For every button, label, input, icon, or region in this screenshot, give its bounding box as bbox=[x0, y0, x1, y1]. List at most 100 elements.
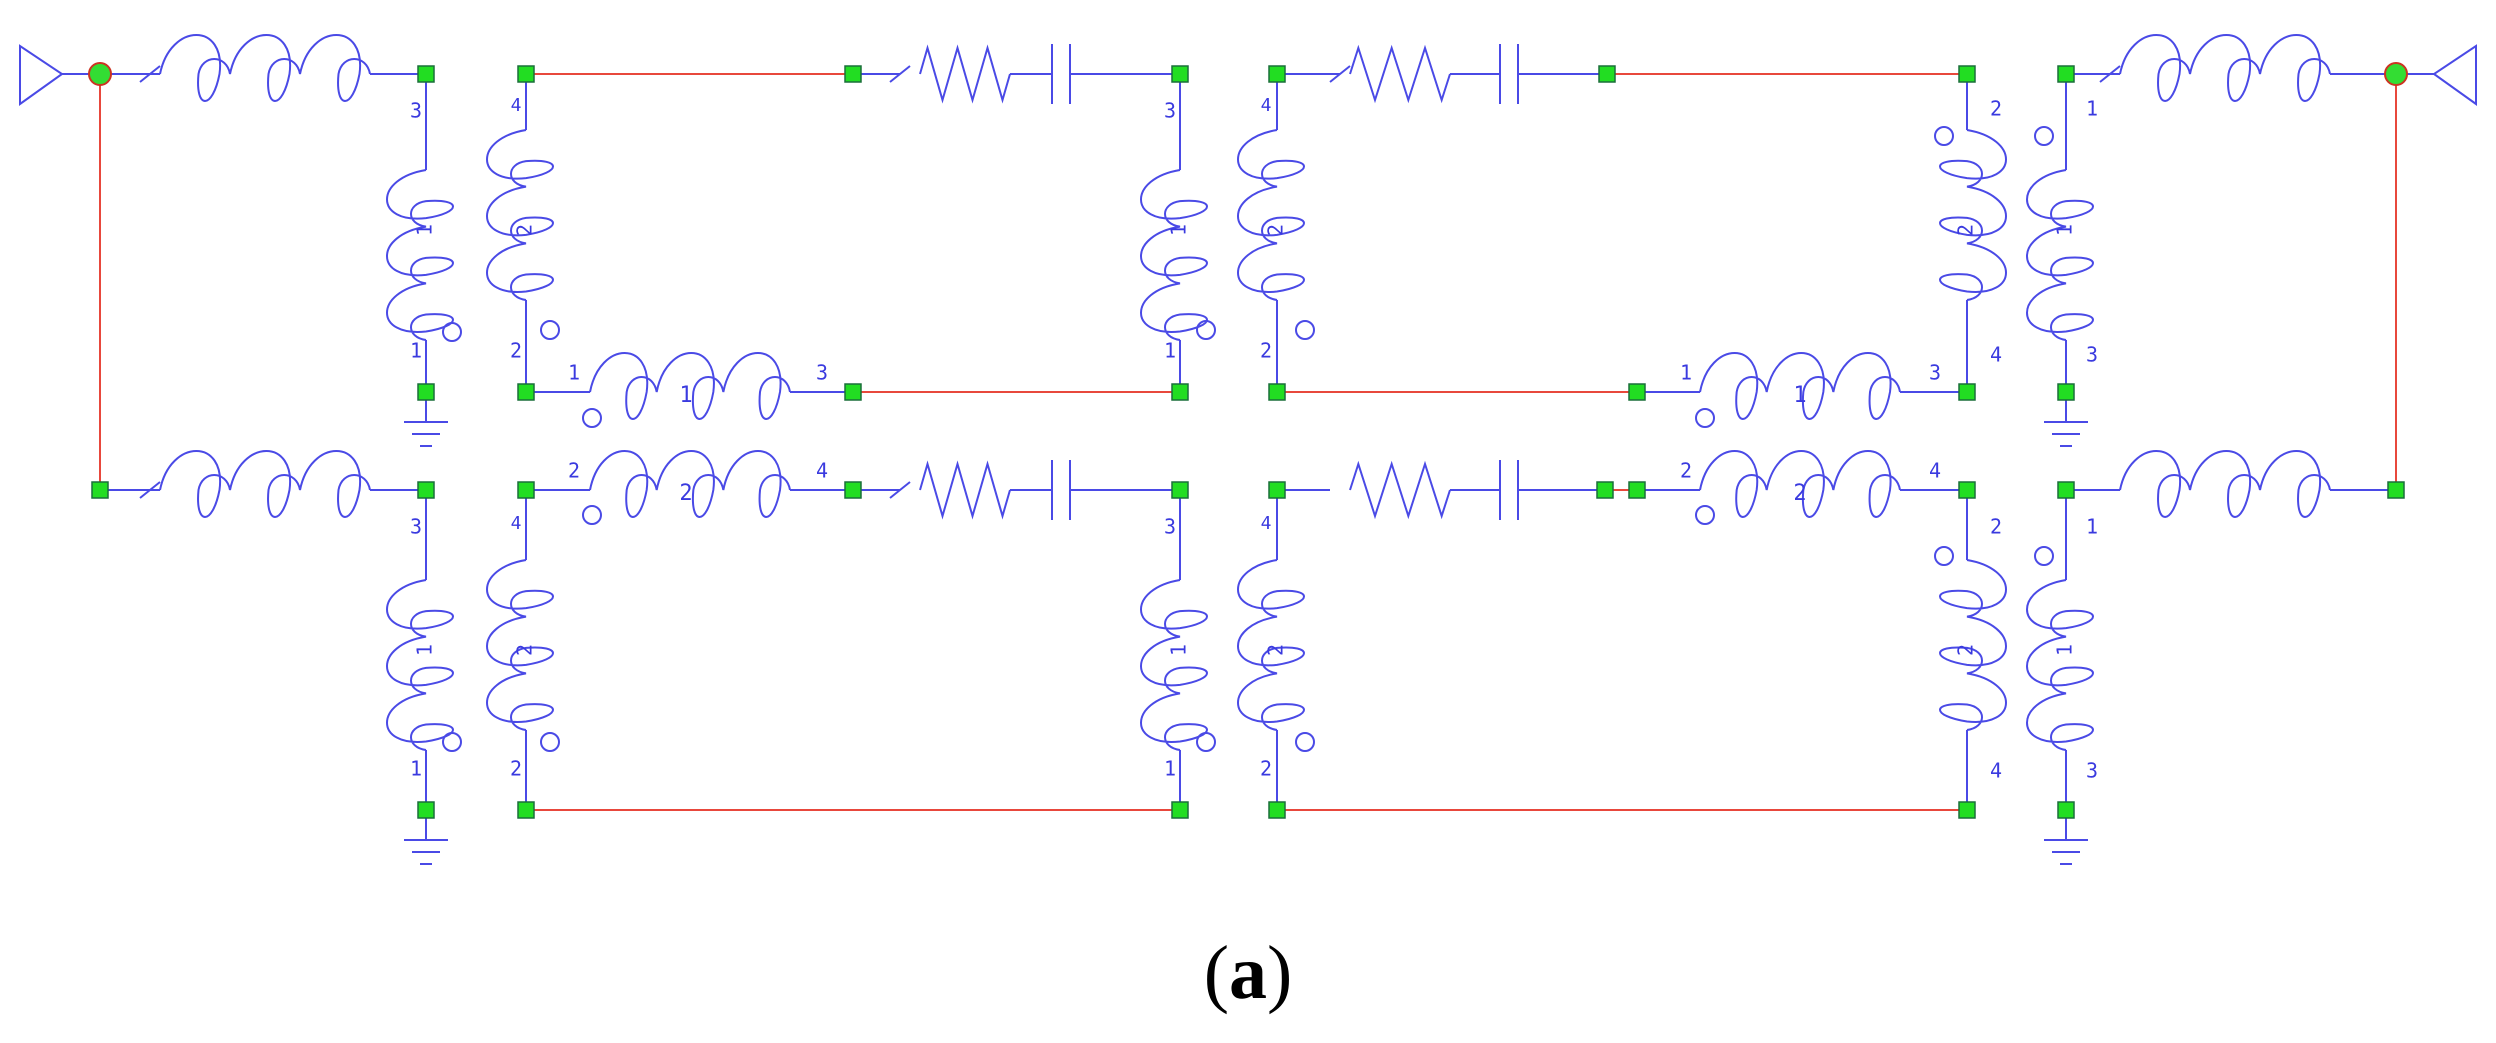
node-marker bbox=[1628, 383, 1646, 401]
resistor bbox=[919, 460, 1011, 520]
slash-mark bbox=[139, 65, 161, 83]
terminal-label: 3 bbox=[816, 361, 828, 385]
terminal-label: 2 bbox=[513, 644, 537, 656]
terminal-label: 3 bbox=[410, 99, 422, 123]
port-node bbox=[88, 62, 112, 86]
slash-mark bbox=[2099, 65, 2121, 83]
inductor-coil bbox=[2119, 450, 2331, 518]
terminal-label: 2 bbox=[1260, 757, 1272, 781]
terminal-label: 3 bbox=[2086, 759, 2098, 783]
resistor bbox=[1349, 44, 1451, 104]
node-marker bbox=[417, 383, 435, 401]
node-marker bbox=[844, 65, 862, 83]
node-marker bbox=[2057, 65, 2075, 83]
input-port-icon bbox=[19, 44, 64, 106]
terminal-label: 1 bbox=[413, 224, 437, 236]
polarity-dot bbox=[582, 408, 602, 428]
resistor bbox=[1349, 460, 1451, 520]
terminal-label: 2 bbox=[510, 339, 522, 363]
polarity-dot bbox=[442, 732, 462, 752]
terminal-label: 4 bbox=[1261, 95, 1272, 116]
slash-mark bbox=[1329, 65, 1351, 83]
terminal-label: 1 bbox=[2053, 224, 2077, 236]
node-marker bbox=[1958, 65, 1976, 83]
node-marker bbox=[1268, 801, 1286, 819]
terminal-label: 4 bbox=[1929, 459, 1941, 483]
terminal-label: 1 bbox=[2086, 515, 2098, 539]
terminal-label: 1 bbox=[1167, 224, 1191, 236]
inductor-coil bbox=[159, 34, 371, 102]
polarity-dot bbox=[2034, 546, 2054, 566]
polarity-dot bbox=[1295, 732, 1315, 752]
inductor-coil bbox=[1237, 129, 1305, 301]
node-marker bbox=[844, 481, 862, 499]
node-marker bbox=[91, 481, 109, 499]
node-marker bbox=[1171, 801, 1189, 819]
polarity-dot bbox=[540, 320, 560, 340]
figure-caption-letter: a bbox=[1229, 931, 1267, 1015]
polarity-dot bbox=[1695, 408, 1715, 428]
terminal-label: 3 bbox=[410, 515, 422, 539]
slash-mark bbox=[139, 481, 161, 499]
terminal-label: 1 bbox=[410, 339, 422, 363]
terminal-label: 1 bbox=[410, 757, 422, 781]
resistor bbox=[919, 44, 1011, 104]
terminal-label: 2 bbox=[568, 459, 580, 483]
terminal-label: 2 bbox=[510, 757, 522, 781]
node-marker bbox=[1598, 65, 1616, 83]
terminal-label: 3 bbox=[1164, 99, 1176, 123]
slash-mark bbox=[889, 481, 911, 499]
terminal-label: 1 bbox=[1167, 644, 1191, 656]
terminal-label: 4 bbox=[816, 459, 828, 483]
node-marker bbox=[1268, 383, 1286, 401]
polarity-dot bbox=[1934, 126, 1954, 146]
polarity-dot bbox=[1196, 732, 1216, 752]
polarity-dot bbox=[1934, 546, 1954, 566]
terminal-label: 2 bbox=[679, 481, 692, 506]
inductor-coil bbox=[589, 450, 791, 518]
inductor-coil bbox=[159, 450, 371, 518]
inductor-coil bbox=[486, 129, 554, 301]
node-marker bbox=[844, 383, 862, 401]
node-marker bbox=[517, 801, 535, 819]
terminal-label: 2 bbox=[1954, 224, 1978, 236]
terminal-label: 2 bbox=[1990, 515, 2002, 539]
terminal-label: 4 bbox=[1990, 343, 2002, 367]
node-marker bbox=[1958, 801, 1976, 819]
inductor-coil bbox=[1237, 559, 1305, 731]
unused bbox=[20, 50, 60, 104]
inductor-coil bbox=[1939, 559, 2007, 731]
polarity-dot bbox=[1695, 505, 1715, 525]
terminal-label: 1 bbox=[568, 361, 580, 385]
polarity-dot bbox=[540, 732, 560, 752]
inductor-coil bbox=[1699, 450, 1901, 518]
terminal-label: 1 bbox=[2053, 644, 2077, 656]
node-marker bbox=[417, 65, 435, 83]
polarity-dot bbox=[2034, 126, 2054, 146]
terminal-label: 2 bbox=[1260, 339, 1272, 363]
inductor-coil bbox=[2026, 169, 2094, 341]
node-marker bbox=[417, 801, 435, 819]
inductor-coil bbox=[589, 352, 791, 420]
polarity-dot bbox=[1295, 320, 1315, 340]
inductor-coil bbox=[2119, 34, 2331, 102]
node-marker bbox=[2387, 481, 2405, 499]
node-marker bbox=[2057, 481, 2075, 499]
terminal-label: 1 bbox=[2086, 97, 2098, 121]
node-marker bbox=[1171, 481, 1189, 499]
terminal-label: 2 bbox=[1680, 459, 1692, 483]
terminal-label: 1 bbox=[413, 644, 437, 656]
node-marker bbox=[1596, 481, 1614, 499]
node-marker bbox=[1958, 481, 1976, 499]
terminal-label: 2 bbox=[1990, 97, 2002, 121]
terminal-label: 2 bbox=[1793, 481, 1806, 506]
node-marker bbox=[2057, 383, 2075, 401]
terminal-label: 3 bbox=[2086, 343, 2098, 367]
node-marker bbox=[417, 481, 435, 499]
terminal-label: 4 bbox=[1990, 759, 2002, 783]
inductor-coil bbox=[1699, 352, 1901, 420]
node-marker bbox=[517, 383, 535, 401]
inductor-coil bbox=[1939, 129, 2007, 301]
node-marker bbox=[517, 481, 535, 499]
